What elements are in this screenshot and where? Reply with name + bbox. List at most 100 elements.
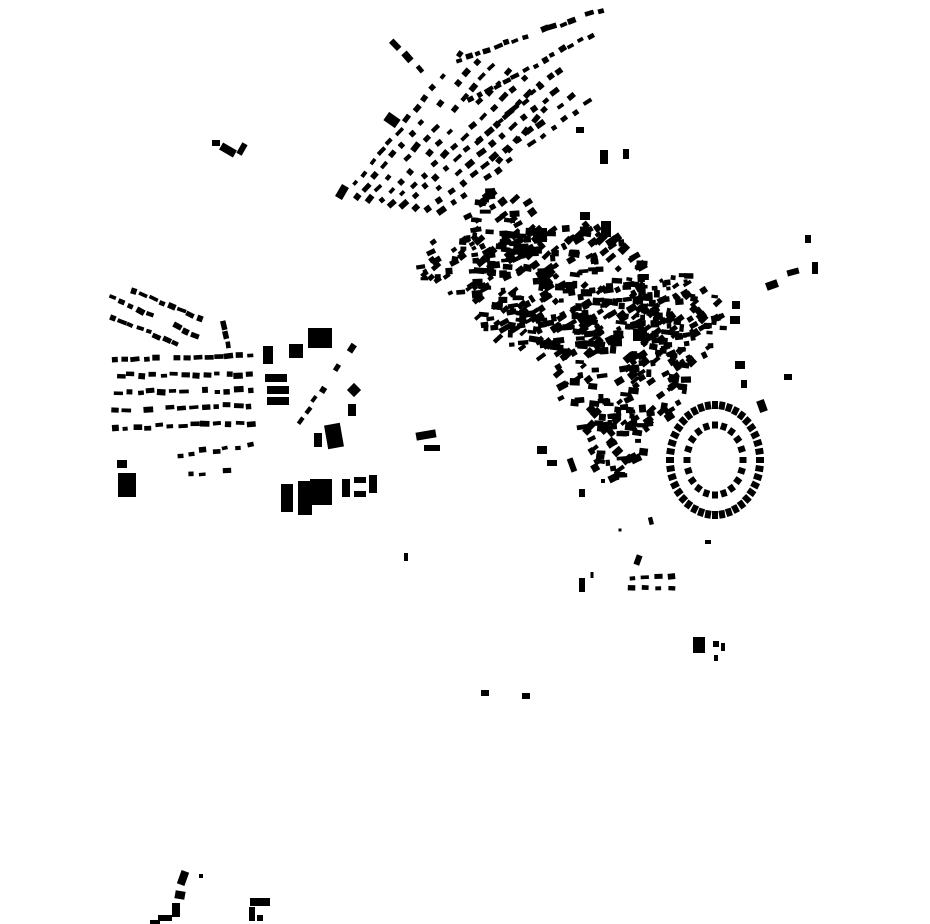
building [666,323,672,329]
building [694,483,703,493]
building [658,340,664,345]
building [786,267,800,277]
building [667,375,675,384]
building [508,85,517,94]
building [679,358,687,367]
building [519,113,528,122]
building [433,276,442,284]
building [529,259,541,271]
building [485,229,494,235]
building [583,330,595,338]
building [616,398,624,406]
building [203,372,212,378]
building [682,279,692,288]
building [737,445,746,454]
building [718,401,726,411]
building [663,342,673,348]
building [735,361,745,369]
building [352,192,362,202]
building [470,226,482,233]
building [634,313,640,318]
building [543,262,556,275]
building [655,586,662,591]
building [428,255,436,264]
building [514,249,523,256]
building [223,388,230,395]
building [601,479,605,483]
building [654,573,663,579]
building [421,182,429,190]
building [117,373,126,379]
building [459,179,468,188]
building [683,279,688,283]
building [498,91,509,103]
building [575,310,595,330]
building [289,344,303,358]
building [529,104,539,114]
building [386,198,397,209]
building [598,393,604,399]
building [468,121,478,131]
building [525,246,534,253]
building [188,451,195,457]
building [592,223,602,233]
building [764,279,780,291]
building [190,331,200,340]
building [586,32,596,41]
building [707,343,714,349]
building [754,447,764,455]
building [460,132,470,142]
building [233,403,244,409]
building [653,290,660,298]
building [638,288,646,296]
building [676,383,685,389]
building [805,235,811,243]
building [596,347,604,354]
building [510,37,519,44]
building [497,196,508,208]
building [201,404,211,411]
building [246,421,256,428]
building [520,74,529,83]
building [475,147,487,158]
building [509,210,520,218]
building [628,364,640,373]
building [736,499,747,510]
building [559,21,568,28]
building [705,540,711,544]
building [582,97,593,106]
building [631,350,638,358]
building [384,137,393,146]
building [378,196,386,204]
building [212,420,222,426]
building [233,385,244,393]
building [509,193,521,205]
building [387,149,397,159]
building [247,387,254,394]
building [478,311,489,318]
building [520,126,531,137]
building [565,281,576,290]
building [281,484,293,512]
building [657,334,667,343]
building [446,128,454,136]
building [406,167,415,176]
building [513,235,526,247]
building [144,425,152,431]
building [665,352,671,358]
building [606,438,618,449]
building [214,389,221,395]
building [506,308,517,316]
building [537,83,545,91]
building [133,424,143,431]
building [181,327,190,336]
building [674,359,681,367]
building [694,427,703,437]
building [174,890,186,900]
building [561,224,570,233]
building [193,354,203,360]
building [589,252,598,260]
building [493,82,502,91]
building [166,424,174,429]
building [474,217,481,224]
